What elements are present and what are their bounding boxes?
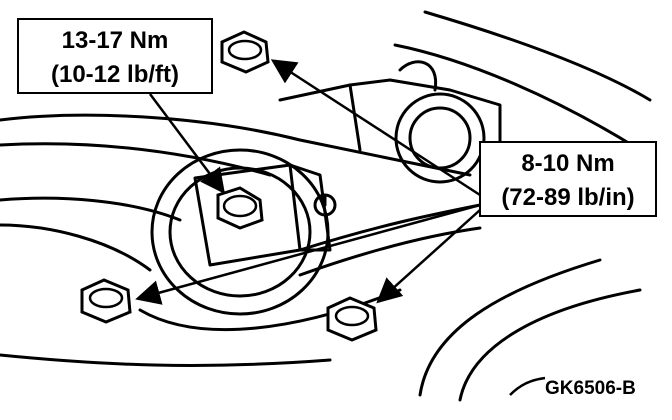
- arm-upper-edge: [0, 113, 472, 177]
- housing-edge-top: [423, 10, 652, 102]
- pivot-housing-mid: [168, 166, 312, 298]
- torque-imperial-label: (10-12 lb/ft): [50, 61, 179, 88]
- torque-callout-center-bolt: 13-17 Nm (10-12 lb/ft): [17, 18, 213, 94]
- bushing-outer: [394, 92, 486, 184]
- bolt-center: [216, 186, 264, 230]
- bracket-ridge: [348, 83, 362, 152]
- torque-imperial-label: (72-89 lb/in): [501, 184, 635, 211]
- torque-callout-outer-bolts: 8-10 Nm (72-89 lb/in): [479, 141, 657, 217]
- leader-upper-left-to-center-bolt: [149, 93, 225, 194]
- housing-edge-lower: [418, 258, 602, 397]
- pivot-housing-outer: [150, 148, 330, 316]
- lower-body-curve-2: [0, 353, 332, 367]
- housing-edge-inner: [393, 43, 642, 152]
- arm-strip-1: [0, 196, 182, 222]
- arm-strip-2: [0, 223, 152, 272]
- bushing-inner: [408, 106, 472, 170]
- housing-edge-lower-2: [458, 288, 642, 402]
- torque-metric-label: 8-10 Nm: [521, 150, 615, 177]
- figure-code: GK6506-B: [545, 378, 636, 399]
- bracket-outline: [278, 78, 502, 172]
- torque-metric-label: 13-17 Nm: [61, 27, 169, 54]
- bolt-bottom-right: [326, 296, 378, 342]
- arm-lower-edge: [0, 142, 272, 177]
- leader-right-to-left-bolt: [135, 203, 481, 305]
- figure-code-tick: [509, 376, 546, 396]
- bolt-left: [80, 278, 132, 324]
- bolt-top: [220, 30, 270, 74]
- bracket-tab: [398, 60, 438, 92]
- leader-right-to-bottom-bolt: [376, 209, 481, 304]
- leader-right-to-top-bolt: [270, 59, 481, 197]
- arm-strip-4: [298, 226, 482, 277]
